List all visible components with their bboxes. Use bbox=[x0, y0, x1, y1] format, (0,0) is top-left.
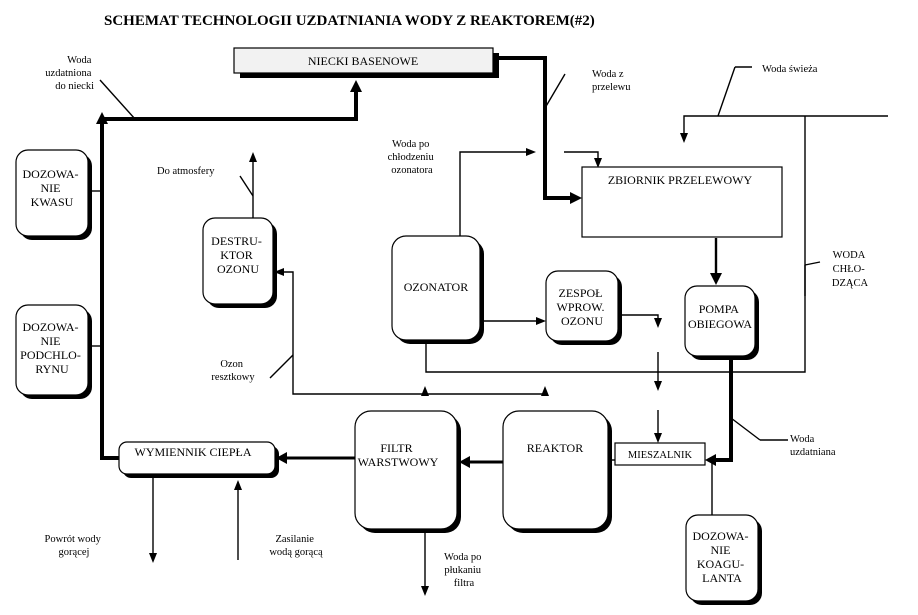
label-powrot-wody-goracej: Powrót wody gorącej bbox=[45, 534, 104, 558]
filtr-warstwowy-box bbox=[354, 410, 458, 530]
dozowanie-koagulanta-label: DOZOWA- NIE KOAGU- LANTA bbox=[693, 529, 752, 585]
cooling-water-line bbox=[425, 116, 806, 373]
label-woda-z-przelewu: Woda z przelewu bbox=[592, 69, 631, 93]
label-ozon-resztkowy: Ozon resztkowy bbox=[211, 359, 255, 383]
zespol-wprowadzania-ozonu-label: ZESPOŁ WPROW. OZONU bbox=[557, 286, 608, 328]
destruktor-ozonu-box bbox=[202, 217, 274, 305]
dozowanie-koagulanta-box bbox=[685, 514, 759, 602]
arrow-to-zbiornik bbox=[570, 192, 582, 204]
reaktor-box bbox=[502, 410, 609, 530]
mieszalnik-box bbox=[614, 442, 706, 466]
ozonator-label: OZONATOR bbox=[404, 280, 468, 294]
dozowanie-podchlorynu-label: DOZOWA- NIE PODCHLO- RYNU bbox=[20, 320, 84, 376]
ozonator-box bbox=[391, 235, 481, 341]
cooling-out-line bbox=[459, 151, 528, 238]
leader-woda-z-przelewu bbox=[544, 73, 566, 109]
label-woda-po-chlodzeniu: Woda po chłodzeniu ozonatora bbox=[388, 139, 437, 176]
wymiennik-ciepla-label: WYMIENNIK CIEPŁA bbox=[135, 445, 252, 459]
zbiornik-przelewowy-label: ZBIORNIK PRZELEWOWY bbox=[608, 173, 753, 187]
mieszalnik-label: MIESZALNIK bbox=[628, 450, 693, 461]
label-woda-uzdatniana: Woda uzdatniana bbox=[790, 434, 836, 458]
zbiornik-przelewowy-box bbox=[581, 166, 783, 238]
label-do-atmosfery: Do atmosfery bbox=[157, 166, 215, 177]
leader-woda-uzdatniana bbox=[730, 417, 761, 441]
pompa-obiegowa-box bbox=[684, 285, 756, 357]
leader-woda-swieza bbox=[717, 66, 736, 117]
diagram-title: SCHEMAT TECHNOLOGII UZDATNIANIA WODY Z R… bbox=[104, 13, 595, 29]
reaktor-label: REAKTOR bbox=[527, 441, 583, 455]
label-woda-po-plukaniu-filtra: Woda po płukaniu filtra bbox=[444, 552, 484, 589]
dozowanie-kwasu-box bbox=[15, 149, 89, 237]
destruktor-ozonu-label: DESTRU- KTOR OZONU bbox=[211, 234, 265, 276]
treated-water-main-line bbox=[100, 88, 358, 460]
pump-out-line bbox=[712, 358, 733, 462]
filtr-warstwowy-label: FILTR WARSTWOWY bbox=[358, 441, 439, 469]
label-woda-uzdatniona-do-niecki: Woda uzdatniona do niecki bbox=[45, 55, 94, 92]
niecki-basenowe-label: NIECKI BASENOWE bbox=[308, 54, 418, 68]
wymiennik-ciepla-box bbox=[118, 441, 276, 475]
label-zasilanie-woda-goraca: Zasilanie wodą gorącą bbox=[269, 534, 323, 558]
dozowanie-kwasu-label: DOZOWA- NIE KWASU bbox=[23, 167, 82, 209]
pompa-obiegowa-label: POMPA OBIEGOWA bbox=[688, 302, 752, 331]
zespol-wprowadzania-ozonu-box bbox=[545, 270, 619, 342]
fresh-water-line bbox=[683, 115, 888, 135]
dozowanie-podchlorynu-box bbox=[15, 304, 89, 396]
overflow-line bbox=[495, 56, 573, 200]
label-woda-chlodzaca: WODA CHŁO- DZĄCA bbox=[832, 250, 869, 289]
residual-ozone-line bbox=[280, 271, 425, 395]
arrow-to-niecki bbox=[350, 80, 362, 92]
niecki-basenowe-box bbox=[233, 47, 494, 74]
label-woda-swieza: Woda świeża bbox=[762, 64, 818, 75]
leader-woda-uzdatniona bbox=[99, 79, 136, 120]
arrow-up-left-main bbox=[96, 112, 108, 124]
arrow-fresh-water bbox=[680, 133, 688, 143]
